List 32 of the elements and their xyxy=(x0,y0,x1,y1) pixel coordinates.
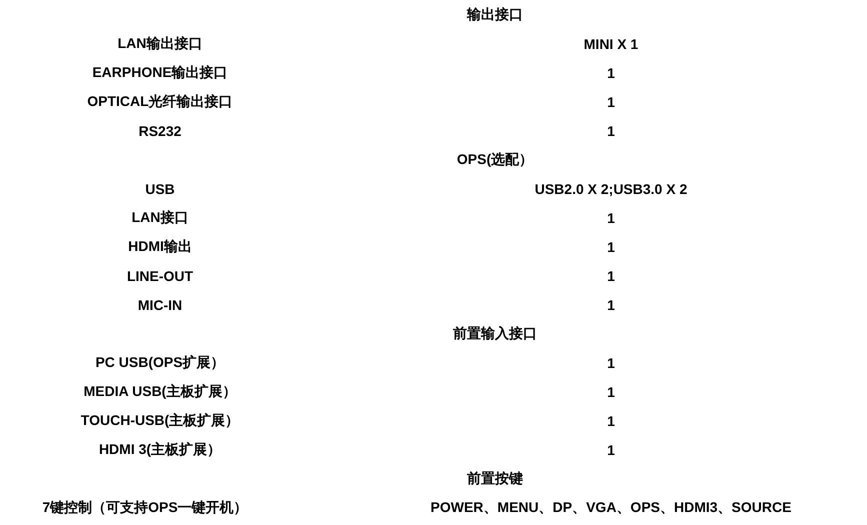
value-cell-text: 1 xyxy=(606,440,616,460)
item-cell-text: 7键控制（可支持OPS一键开机） xyxy=(41,498,249,517)
value-cell-text: 1 xyxy=(606,412,616,430)
value-cell-text: 1 xyxy=(606,382,616,402)
item-cell-text: HDMI 3(主板扩展） xyxy=(98,440,222,459)
value-cell-text: 1 xyxy=(606,92,616,112)
item-cell-text: RS232 xyxy=(138,122,182,140)
value-cell-text: 1 xyxy=(606,354,616,372)
item-cell-text: LINE-OUT xyxy=(126,266,194,286)
item-cell-text: EARPHONE输出接口 xyxy=(91,62,229,82)
section-heading: 前置输入接口 xyxy=(452,324,538,342)
item-cell-text: PC USB(OPS扩展） xyxy=(94,352,226,372)
item-cell-text: USB xyxy=(144,180,176,198)
section-heading: OPS(选配） xyxy=(456,150,534,169)
value-cell-text: 1 xyxy=(606,238,616,256)
section-heading: 输出接口 xyxy=(466,4,524,24)
value-cell-text: 1 xyxy=(606,122,616,140)
value-cell-text: POWER、MENU、DP、VGA、OPS、HDMI3、SOURCE xyxy=(430,498,792,516)
value-cell-text: 1 xyxy=(606,64,616,82)
item-cell-text: OPTICAL光纤输出接口 xyxy=(86,92,234,110)
value-cell-text: 1 xyxy=(606,266,616,286)
value-cell-text: USB2.0 X 2;USB3.0 X 2 xyxy=(534,180,688,198)
item-cell-text: LAN输出接口 xyxy=(116,34,204,52)
value-cell-text: 1 xyxy=(606,208,616,228)
item-cell-text: MIC-IN xyxy=(136,296,184,314)
item-cell-text: LAN接口 xyxy=(130,208,190,226)
item-cell-text: TOUCH-USB(主板扩展） xyxy=(80,410,240,430)
value-cell-text: 1 xyxy=(606,296,616,314)
value-cell-text: MINI X 1 xyxy=(582,34,640,54)
item-cell-text: MEDIA USB(主板扩展） xyxy=(82,382,238,401)
section-heading: 前置按键 xyxy=(466,468,524,488)
item-cell-text: HDMI输出 xyxy=(127,236,193,256)
